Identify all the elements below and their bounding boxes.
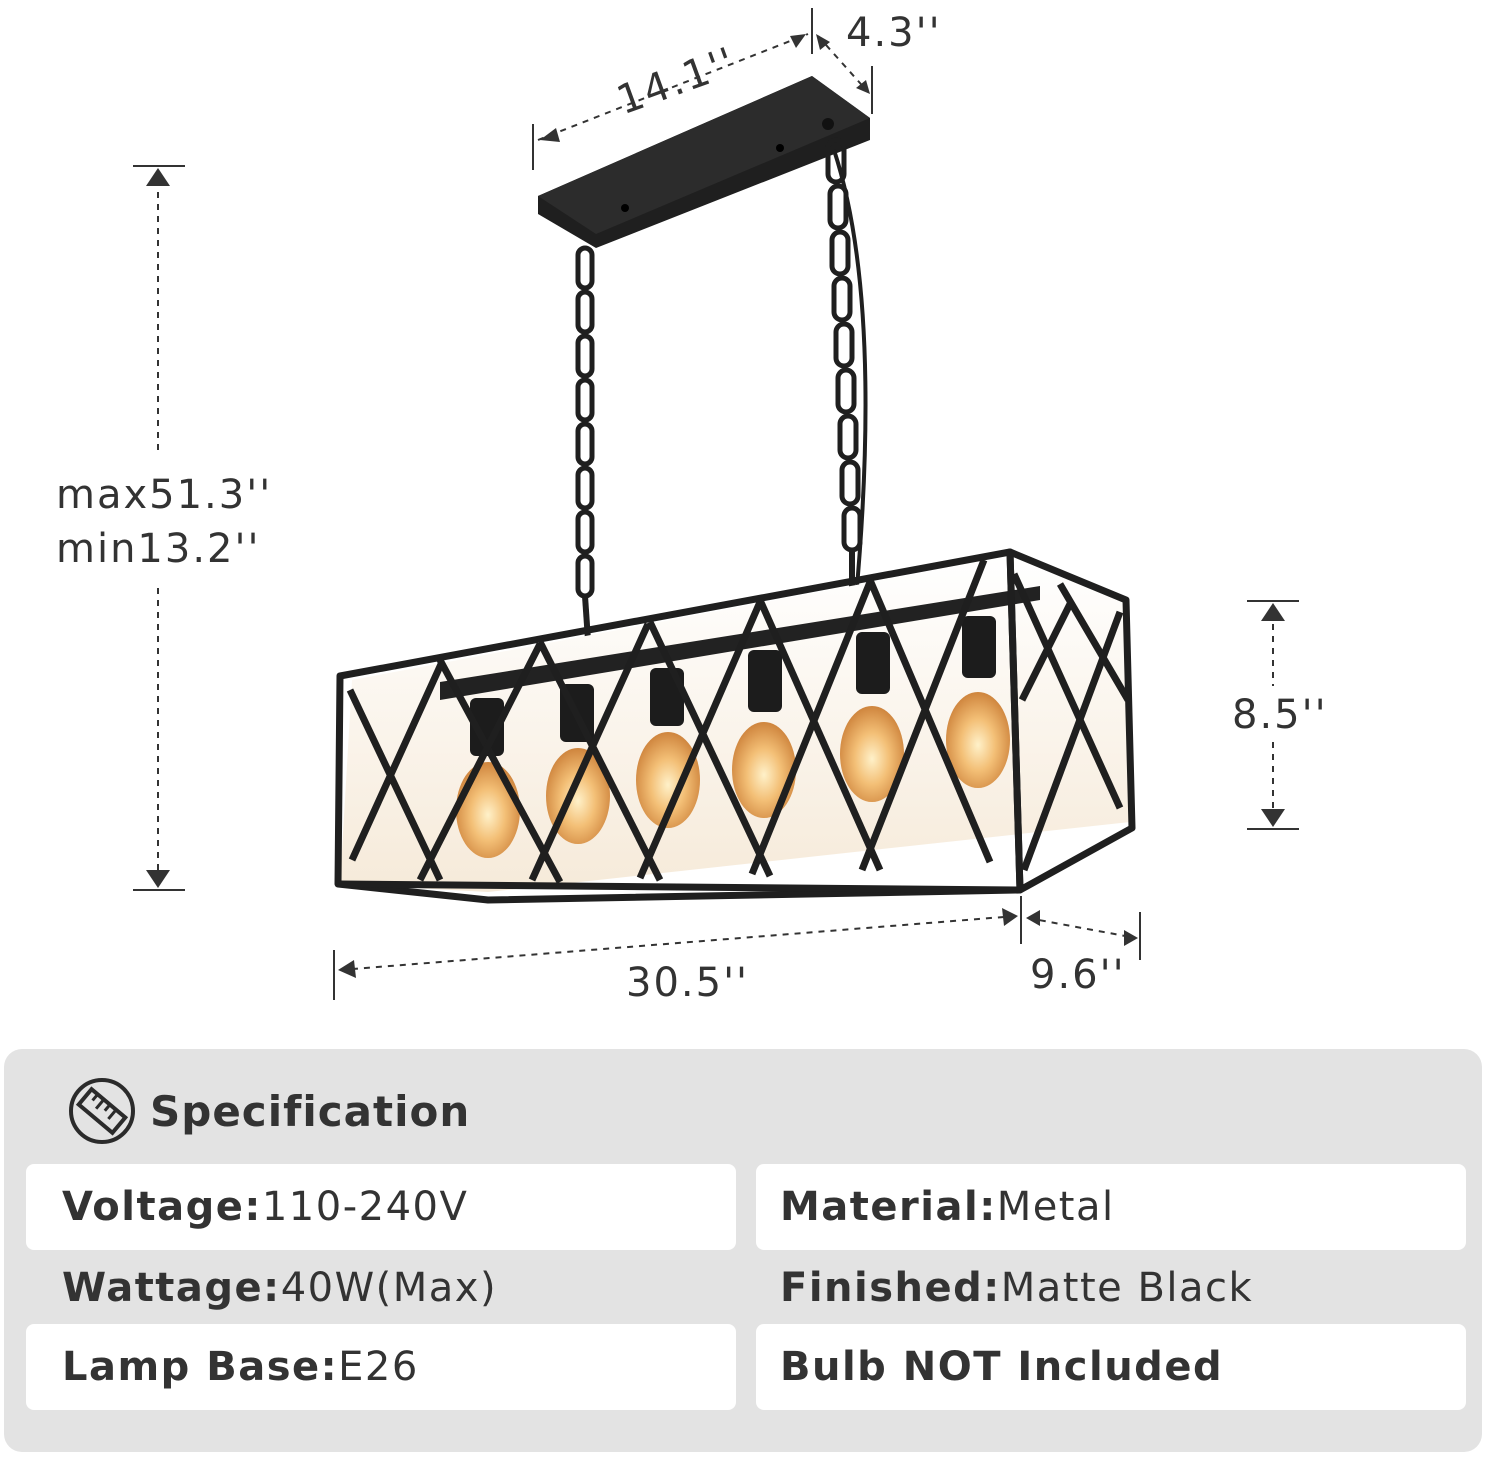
dim-body-length: 30.5'' — [626, 960, 749, 1006]
spec-title: Specification — [150, 1086, 471, 1136]
cage-fixture — [334, 548, 1136, 904]
voltage-value: 110-240V — [261, 1184, 469, 1230]
edison-bulbs — [456, 692, 1010, 858]
material-value: Metal — [996, 1184, 1115, 1230]
dim-canopy-width: 4.3'' — [846, 10, 942, 56]
dim-height-min: min13.2'' — [56, 526, 260, 572]
dim-body-width: 9.6'' — [1030, 952, 1126, 998]
spec-row-bulb-note: Bulb NOT Included — [756, 1324, 1466, 1410]
dimension-lines — [133, 8, 1299, 1000]
spec-header: Specification — [66, 1075, 470, 1147]
finished-label: Finished: — [780, 1265, 1001, 1311]
specification-panel: Specification Voltage:110-240V Material:… — [4, 1049, 1482, 1452]
voltage-label: Voltage: — [62, 1184, 262, 1230]
lamp-base-label: Lamp Base: — [62, 1344, 339, 1390]
spec-row-voltage: Voltage:110-240V — [26, 1164, 736, 1250]
ruler-icon — [69, 1078, 135, 1144]
bulb-note: Bulb NOT Included — [780, 1344, 1224, 1390]
hanging-chains — [575, 137, 868, 641]
dim-body-height: 8.5'' — [1232, 692, 1328, 738]
wattage-value: 40W(Max) — [280, 1265, 498, 1311]
spec-row-wattage: Wattage:40W(Max) — [26, 1245, 736, 1331]
spec-row-material: Material:Metal — [756, 1164, 1466, 1250]
spec-row-finished: Finished:Matte Black — [756, 1245, 1466, 1331]
dim-height-max: max51.3'' — [56, 472, 272, 518]
lamp-base-value: E26 — [338, 1344, 419, 1390]
material-label: Material: — [780, 1184, 997, 1230]
finished-value: Matte Black — [1000, 1265, 1254, 1311]
dim-canopy-length: 14.1'' — [611, 39, 742, 124]
chandelier-dimension-diagram: 14.1'' 4.3'' max51.3'' min13.2'' 8.5'' 3… — [56, 8, 1328, 1006]
ceiling-canopy — [538, 76, 870, 248]
wattage-label: Wattage: — [62, 1265, 281, 1311]
spec-row-lamp-base: Lamp Base:E26 — [26, 1324, 736, 1410]
